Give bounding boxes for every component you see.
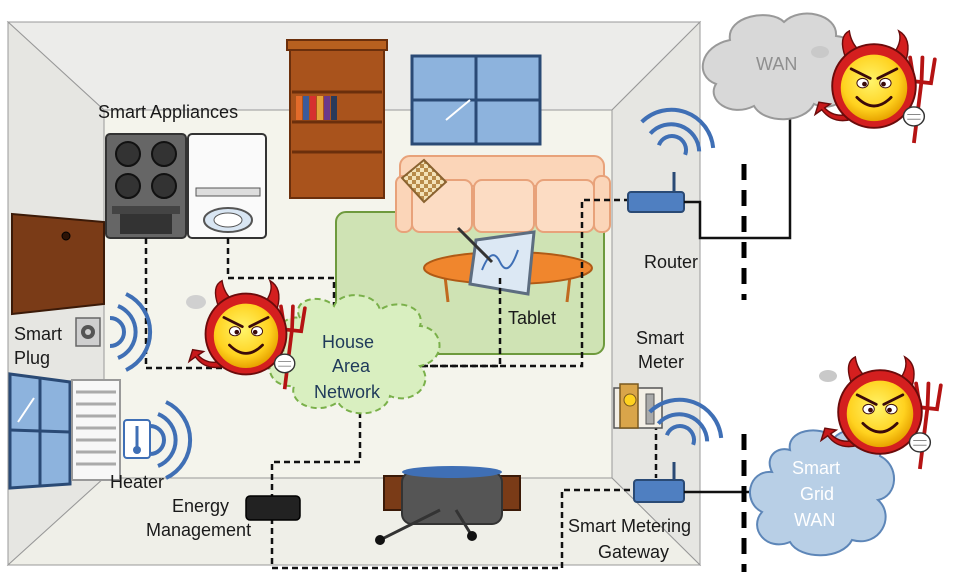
label-tablet: Tablet — [508, 308, 556, 328]
label-house-line3: Network — [314, 382, 381, 402]
thermostat-icon — [123, 419, 151, 459]
label-wan: WAN — [756, 54, 797, 74]
smoke-puff — [819, 370, 837, 382]
chair — [375, 466, 521, 545]
label-house-line2: Area — [332, 356, 371, 376]
door — [11, 212, 105, 316]
house-area-network-cloud — [268, 294, 441, 415]
label-heater: Heater — [110, 472, 164, 492]
label-house-line1: House — [322, 332, 374, 352]
label-gateway-line1: Smart Metering — [568, 516, 691, 536]
energy-management-device — [245, 495, 301, 521]
stove — [105, 133, 187, 239]
label-smart-plug-line1: Smart — [14, 324, 62, 344]
sofa — [395, 155, 611, 233]
label-smart-appliances: Smart Appliances — [98, 102, 238, 122]
left-window — [8, 372, 72, 490]
label-smart-meter-line1: Smart — [636, 328, 684, 348]
smoke-puff — [186, 295, 206, 309]
bookshelf — [286, 39, 388, 199]
label-smart-meter-line2: Meter — [638, 352, 684, 372]
network-links — [144, 198, 658, 570]
label-sg-wan-line2: Grid — [800, 484, 834, 504]
label-smart-plug-line2: Plug — [14, 348, 50, 368]
label-sg-wan-line3: WAN — [794, 510, 835, 530]
heater — [71, 379, 121, 481]
label-router: Router — [644, 252, 698, 272]
washing-machine — [187, 133, 267, 239]
label-energy-line2: Management — [146, 520, 251, 540]
tablet-icon — [456, 226, 536, 296]
outlet-icon — [75, 317, 101, 347]
label-sg-wan-line1: Smart — [792, 458, 840, 478]
back-window — [410, 54, 542, 146]
label-energy-line1: Energy — [172, 496, 229, 516]
router-icon — [627, 172, 685, 213]
label-gateway-line2: Gateway — [598, 542, 669, 562]
smoke-puff — [811, 46, 829, 58]
